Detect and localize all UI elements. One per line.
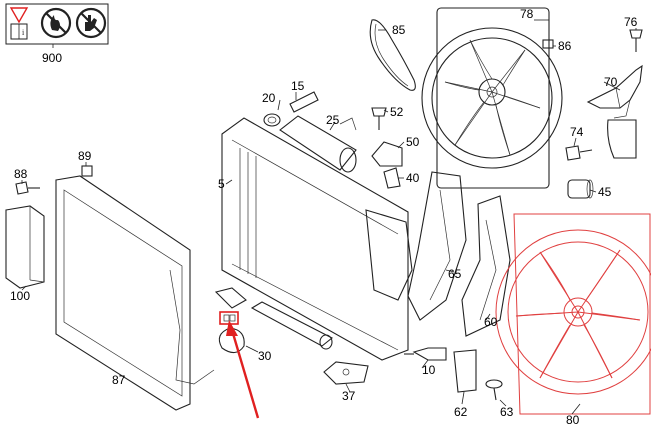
part-89-clip bbox=[81, 165, 93, 177]
warning-box: i bbox=[5, 3, 109, 45]
label-100: 100 bbox=[10, 289, 30, 303]
part-87-condenser bbox=[55, 175, 215, 411]
part-30-hose bbox=[218, 301, 334, 354]
label-63: 63 bbox=[500, 405, 514, 419]
part-15-tube bbox=[289, 91, 319, 113]
part-85-belt bbox=[369, 19, 416, 91]
label-70: 70 bbox=[604, 75, 618, 89]
label-65: 65 bbox=[448, 267, 462, 281]
label-5: 5 bbox=[218, 177, 225, 191]
label-30: 30 bbox=[258, 349, 272, 363]
part-65-duct bbox=[407, 171, 467, 321]
part-clip-marked bbox=[214, 287, 247, 325]
part-78-fan-shroud bbox=[421, 7, 563, 189]
label-37: 37 bbox=[342, 389, 356, 403]
part-86-clip bbox=[542, 39, 554, 49]
label-78: 78 bbox=[520, 7, 534, 21]
part-40-clip bbox=[383, 167, 401, 189]
part-62-cover bbox=[453, 349, 477, 393]
book-info-icon: i bbox=[9, 7, 29, 40]
part-37-bracket bbox=[323, 361, 369, 385]
part-63-pin bbox=[485, 379, 503, 401]
label-60: 60 bbox=[484, 315, 498, 329]
no-fire-icon bbox=[40, 7, 72, 39]
label-20: 20 bbox=[262, 91, 276, 105]
no-hand-icon bbox=[75, 7, 107, 39]
part-20-ring bbox=[263, 113, 281, 127]
leader-lines bbox=[21, 19, 637, 415]
label-15: 15 bbox=[291, 79, 305, 93]
part-50-bracket bbox=[371, 141, 403, 167]
label-74: 74 bbox=[570, 125, 584, 139]
label-89: 89 bbox=[78, 149, 92, 163]
label-25: 25 bbox=[326, 113, 340, 127]
label-900: 900 bbox=[42, 51, 62, 65]
part-45-sleeve bbox=[567, 179, 594, 199]
label-50: 50 bbox=[406, 135, 420, 149]
label-80: 80 bbox=[566, 413, 580, 427]
part-25-reservoir bbox=[279, 115, 357, 173]
part-5-radiator bbox=[221, 117, 413, 361]
svg-text:i: i bbox=[22, 28, 25, 37]
red-arrow-pointer bbox=[226, 320, 260, 419]
part-80-fan-highlighted bbox=[495, 213, 651, 415]
part-60-duct bbox=[461, 195, 511, 337]
part-52-screw bbox=[371, 107, 387, 130]
label-86: 86 bbox=[558, 39, 572, 53]
label-62: 62 bbox=[454, 405, 468, 419]
label-88: 88 bbox=[14, 167, 28, 181]
label-10: 10 bbox=[422, 363, 436, 377]
part-70-bracket bbox=[586, 64, 643, 119]
label-45: 45 bbox=[598, 185, 612, 199]
label-87: 87 bbox=[112, 373, 126, 387]
callout-labels: 900 85 78 86 76 15 20 52 25 70 50 74 88 … bbox=[10, 7, 638, 427]
part-74-fastener bbox=[565, 119, 637, 161]
label-85: 85 bbox=[392, 23, 406, 37]
part-100-drier bbox=[5, 205, 45, 289]
part-10-plug bbox=[404, 347, 447, 361]
label-76: 76 bbox=[624, 15, 638, 29]
part-88-bolt bbox=[15, 181, 40, 195]
label-52: 52 bbox=[390, 105, 404, 119]
part-76-plug bbox=[629, 29, 643, 52]
label-40: 40 bbox=[406, 171, 420, 185]
